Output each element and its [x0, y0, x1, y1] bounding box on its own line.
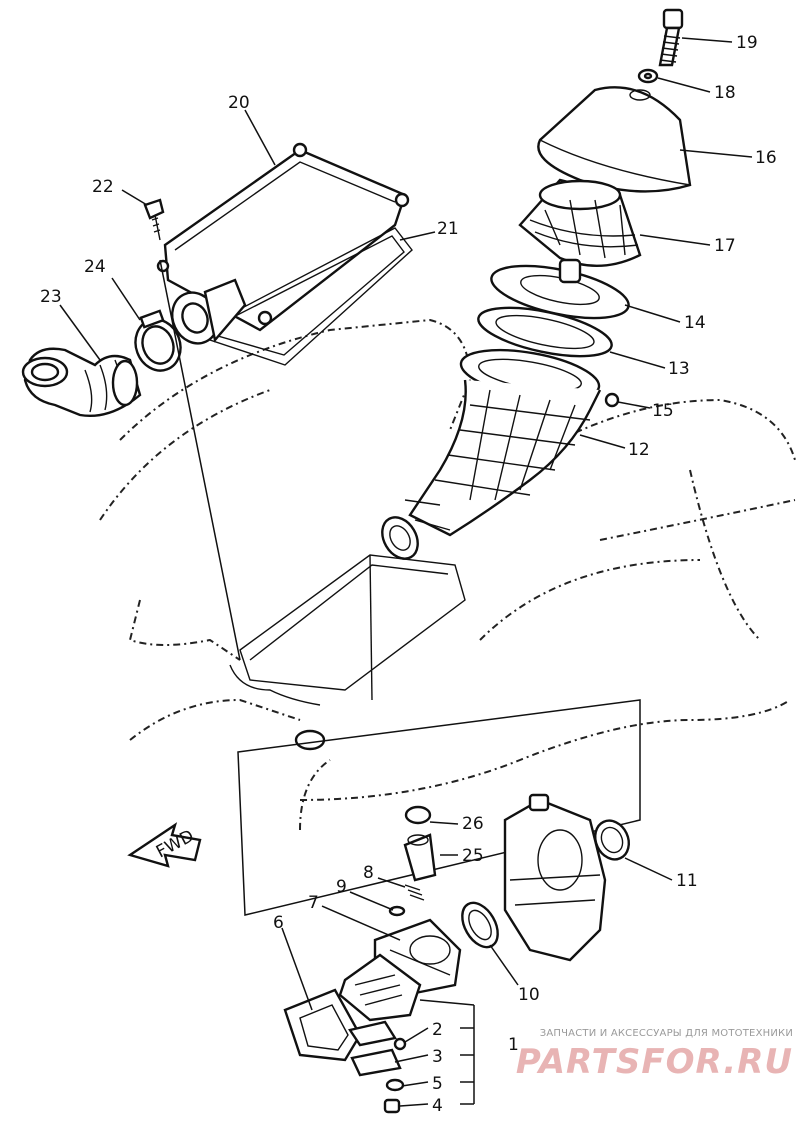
callout-14: 14 — [684, 313, 706, 333]
washer-26 — [404, 805, 432, 825]
intake-duct-stub — [171, 278, 247, 345]
reed-petal-3 — [350, 1048, 402, 1077]
callout-10: 10 — [518, 985, 540, 1005]
callout-2: 2 — [432, 1020, 443, 1040]
callout-13: 13 — [668, 359, 690, 379]
watermark-tagline: ЗАПЧАСТИ И АКСЕССУАРЫ ДЛЯ МОТОТЕХНИКИ — [539, 1028, 793, 1039]
watermark-brand: PARTSFOR.RU — [515, 1042, 793, 1082]
clamp-10 — [461, 901, 499, 949]
hull-outline — [99, 318, 796, 831]
hose-clamp-24 — [134, 309, 182, 372]
washer-5 — [385, 1078, 405, 1092]
callout-5: 5 — [432, 1074, 443, 1094]
callout-19: 19 — [736, 33, 758, 53]
leader-22-tray — [159, 259, 241, 661]
watermark: ЗАПЧАСТИ И АКСЕССУАРЫ ДЛЯ МОТОТЕХНИКИ PA… — [488, 1028, 793, 1100]
callout-leaders — [59, 37, 753, 1107]
clamp-11 — [594, 819, 630, 861]
screw-15 — [604, 392, 620, 408]
carburetor-outline-box — [237, 699, 641, 916]
forward-direction-arrow: FWD — [127, 822, 202, 868]
callout-23: 23 — [40, 287, 62, 307]
nut-2 — [393, 1037, 407, 1051]
reed-block — [338, 953, 422, 1022]
callout-3: 3 — [432, 1047, 443, 1067]
mounting-tray — [229, 554, 466, 751]
bracket-25 — [403, 833, 437, 882]
callout-18: 18 — [714, 83, 736, 103]
callout-26: 26 — [462, 814, 484, 834]
callout-6: 6 — [273, 913, 284, 933]
gasket-6 — [283, 988, 362, 1062]
callout-21: 21 — [437, 219, 459, 239]
callout-7: 7 — [308, 893, 319, 913]
cone-cover-16 — [537, 86, 692, 193]
callout-8: 8 — [363, 863, 374, 883]
callout-numbers: 19 18 16 17 14 13 15 12 20 22 21 24 23 2… — [40, 33, 777, 1116]
callout-15: 15 — [652, 401, 674, 421]
bolt-22 — [143, 198, 170, 273]
washer-18 — [637, 68, 659, 84]
callout-1: 1 — [508, 1035, 519, 1055]
engine-block — [503, 793, 607, 962]
intake-duct-23 — [21, 347, 142, 417]
callout-12: 12 — [628, 440, 650, 460]
callout-11: 11 — [676, 871, 698, 891]
callout-4: 4 — [432, 1096, 443, 1116]
spring-8 — [404, 884, 425, 901]
callout-22: 22 — [92, 177, 114, 197]
intake-manifold-12 — [381, 348, 602, 560]
flame-arrester-17 — [518, 178, 642, 267]
clip-9 — [388, 905, 406, 917]
callout-20: 20 — [228, 93, 250, 113]
gasket-13 — [477, 306, 613, 358]
callout-24: 24 — [84, 257, 106, 277]
screw-4 — [383, 1098, 401, 1114]
callout-25: 25 — [462, 846, 484, 866]
long-bolt-19 — [658, 8, 684, 67]
callout-16: 16 — [755, 148, 777, 168]
callout-17: 17 — [714, 236, 736, 256]
stopper-plate-2 — [348, 1020, 397, 1047]
callout-9: 9 — [336, 877, 347, 897]
